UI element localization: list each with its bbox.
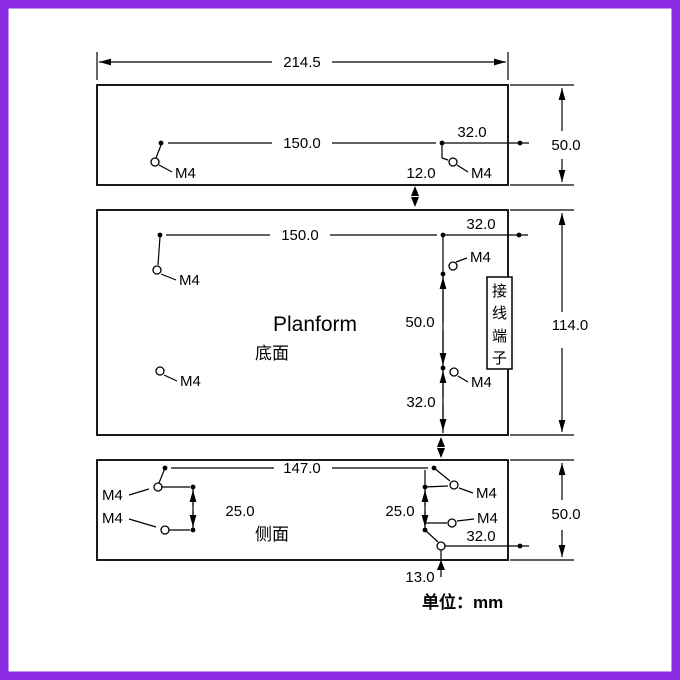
leader-line bbox=[433, 467, 451, 482]
arrowhead bbox=[411, 186, 419, 196]
hole-m4 bbox=[449, 480, 459, 490]
hole-m4 bbox=[150, 157, 160, 167]
side-view: 147.0 M4 25.0 M4 M4 25.0 M4 bbox=[96, 459, 581, 586]
leader-line bbox=[160, 273, 177, 281]
m4-label: M4 bbox=[471, 374, 492, 391]
hole-m4 bbox=[153, 482, 163, 492]
top-view: 214.5 150.0 32.0 M4 M4 12.0 50.0 bbox=[96, 52, 581, 207]
center-dot bbox=[190, 527, 196, 533]
center-dot bbox=[517, 543, 523, 549]
side-face-label: 侧面 bbox=[255, 525, 289, 544]
center-dot bbox=[440, 365, 446, 371]
middle-edge-offset-dim: 32.0 bbox=[466, 216, 495, 233]
top-hole-span-dim: 150.0 bbox=[283, 135, 321, 152]
m4-label: M4 bbox=[470, 249, 491, 266]
planform-title: Planform bbox=[273, 313, 357, 336]
side-height-dim: 50.0 bbox=[551, 506, 580, 523]
extension-line bbox=[510, 459, 574, 561]
leader-line bbox=[456, 164, 469, 173]
arrowhead bbox=[437, 448, 445, 458]
leader-line bbox=[458, 487, 474, 494]
middle-hole-span-dim: 150.0 bbox=[281, 227, 319, 244]
leader-line bbox=[128, 488, 150, 496]
hole-m4 bbox=[436, 541, 446, 551]
top-edge-offset-dim: 32.0 bbox=[457, 124, 486, 141]
leader-line bbox=[158, 467, 166, 484]
terminal-block-label: 端 bbox=[492, 328, 507, 345]
middle-bottom-offset-dim: 32.0 bbox=[406, 394, 435, 411]
terminal-block-label: 子 bbox=[492, 350, 507, 367]
extension-line bbox=[96, 52, 509, 80]
top-width-dim: 214.5 bbox=[283, 54, 321, 71]
extension-line bbox=[510, 209, 574, 436]
leader-line bbox=[158, 164, 173, 173]
arrowhead bbox=[437, 560, 445, 570]
terminal-block-box bbox=[486, 276, 513, 370]
unit-label: 单位：mm bbox=[422, 592, 503, 612]
leader-line bbox=[424, 485, 449, 488]
center-dot bbox=[517, 140, 523, 146]
terminal-block-label: 线 bbox=[492, 305, 507, 322]
hole-m4 bbox=[155, 366, 165, 376]
top-height-dim: 50.0 bbox=[551, 137, 580, 154]
m4-label: M4 bbox=[102, 510, 123, 527]
side-bottom-offset-dim: 13.0 bbox=[405, 569, 434, 586]
arrowhead bbox=[437, 437, 445, 447]
center-dot bbox=[157, 232, 163, 238]
m4-label: M4 bbox=[180, 373, 201, 390]
side-left-pitch-dim: 25.0 bbox=[225, 503, 254, 520]
top-view-outline bbox=[96, 84, 509, 186]
center-dot bbox=[516, 232, 522, 238]
hole-m4 bbox=[448, 261, 458, 271]
top-hole-to-edge-dim: 12.0 bbox=[406, 165, 435, 182]
extension-line bbox=[510, 84, 574, 186]
leader-line bbox=[455, 257, 468, 263]
side-view-outline bbox=[96, 459, 509, 561]
arrowhead bbox=[411, 197, 419, 207]
center-dot bbox=[440, 271, 446, 277]
middle-view: 150.0 32.0 M4 M4 50.0 M4 32.0 接 线 端 子 Pl… bbox=[96, 209, 588, 458]
side-hole-span-dim: 147.0 bbox=[283, 460, 321, 477]
leader-line bbox=[424, 529, 439, 543]
center-dot bbox=[190, 484, 196, 490]
m4-label: M4 bbox=[175, 165, 196, 182]
leader-line bbox=[163, 374, 178, 382]
m4-label: M4 bbox=[471, 165, 492, 182]
m4-label: M4 bbox=[476, 485, 497, 502]
bottom-face-label: 底面 bbox=[255, 344, 289, 363]
hole-m4 bbox=[447, 518, 457, 528]
m4-label: M4 bbox=[179, 272, 200, 289]
leader-line bbox=[441, 157, 449, 161]
leader-line bbox=[457, 375, 469, 383]
hole-m4 bbox=[152, 265, 162, 275]
leader-line bbox=[155, 144, 162, 159]
center-dot bbox=[158, 140, 164, 146]
leader-line bbox=[456, 518, 475, 522]
side-right-pitch-dim: 25.0 bbox=[385, 503, 414, 520]
hole-m4 bbox=[449, 367, 459, 377]
terminal-block-label: 接 bbox=[492, 283, 507, 300]
middle-height-dim: 114.0 bbox=[552, 317, 588, 334]
middle-hole-pitch-dim: 50.0 bbox=[405, 314, 434, 331]
hole-m4 bbox=[448, 157, 458, 167]
m4-label: M4 bbox=[102, 487, 123, 504]
leader-line bbox=[157, 236, 161, 266]
side-edge-offset-dim: 32.0 bbox=[466, 528, 495, 545]
m4-label: M4 bbox=[477, 510, 498, 527]
leader-line bbox=[128, 518, 157, 528]
hole-m4 bbox=[160, 525, 170, 535]
